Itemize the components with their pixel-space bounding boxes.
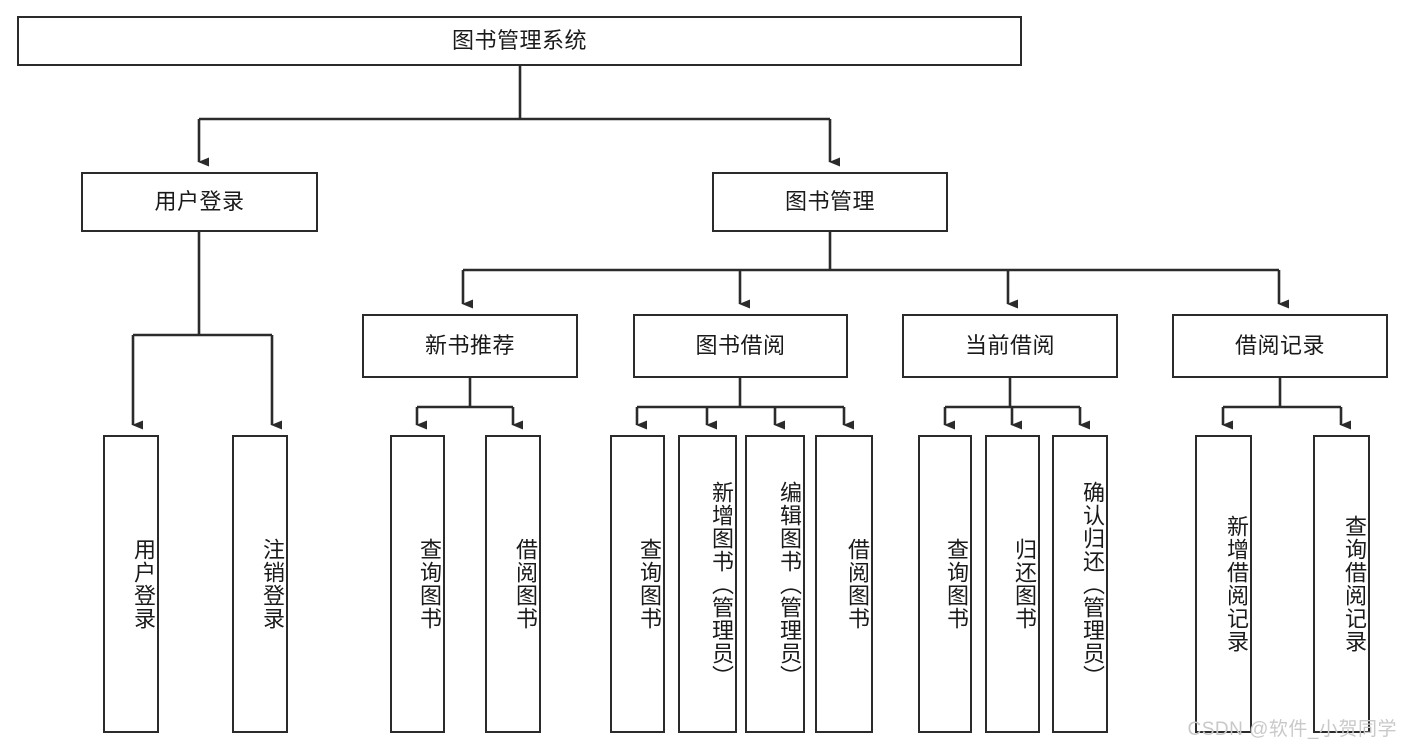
leaf-borrow-book-1-label: 借阅图书: [513, 538, 538, 630]
watermark: CSDN @软件_小贺同学: [1187, 719, 1397, 740]
leaf-confirm-return-admin[interactable]: 确认归还（管理员）: [1052, 435, 1108, 733]
leaf-add-book-admin[interactable]: 新增图书（管理员）: [678, 435, 737, 733]
leaf-edit-book-admin-label: 编辑图书（管理员）: [777, 480, 802, 688]
leaf-return-book[interactable]: 归还图书: [985, 435, 1040, 733]
node-book-manage-label: 图书管理: [784, 188, 875, 214]
node-new-book-recommend[interactable]: 新书推荐: [362, 314, 578, 378]
leaf-confirm-return-admin-label: 确认归还（管理员）: [1080, 480, 1105, 688]
node-root-label: 图书管理系统: [451, 27, 587, 53]
node-user-login-label: 用户登录: [154, 188, 245, 214]
node-book-borrow[interactable]: 图书借阅: [633, 314, 848, 378]
leaf-borrow-book-1[interactable]: 借阅图书: [485, 435, 541, 733]
node-new-book-recommend-label: 新书推荐: [424, 332, 515, 358]
leaf-query-book-3[interactable]: 查询图书: [918, 435, 972, 733]
node-borrow-record[interactable]: 借阅记录: [1172, 314, 1388, 378]
leaf-user-login[interactable]: 用户登录: [103, 435, 159, 733]
leaf-user-login-label: 用户登录: [131, 538, 156, 630]
leaf-query-borrow-record[interactable]: 查询借阅记录: [1313, 435, 1370, 733]
leaf-borrow-book-2[interactable]: 借阅图书: [815, 435, 873, 733]
leaf-query-book-1-label: 查询图书: [417, 538, 442, 630]
node-current-borrow-label: 当前借阅: [964, 332, 1055, 358]
leaf-query-book-3-label: 查询图书: [944, 538, 969, 630]
leaf-add-borrow-record-label: 新增借阅记录: [1224, 515, 1249, 653]
node-current-borrow[interactable]: 当前借阅: [902, 314, 1118, 378]
leaf-query-book-2-label: 查询图书: [637, 538, 662, 630]
node-root[interactable]: 图书管理系统: [17, 16, 1022, 66]
leaf-logout-label: 注销登录: [260, 538, 285, 630]
leaf-query-book-2[interactable]: 查询图书: [610, 435, 665, 733]
node-user-login[interactable]: 用户登录: [81, 172, 318, 232]
leaf-logout[interactable]: 注销登录: [232, 435, 288, 733]
node-borrow-record-label: 借阅记录: [1234, 332, 1325, 358]
leaf-add-borrow-record[interactable]: 新增借阅记录: [1195, 435, 1252, 733]
leaf-query-borrow-record-label: 查询借阅记录: [1342, 515, 1367, 653]
leaf-add-book-admin-label: 新增图书（管理员）: [709, 480, 734, 688]
leaf-query-book-1[interactable]: 查询图书: [390, 435, 445, 733]
leaf-edit-book-admin[interactable]: 编辑图书（管理员）: [745, 435, 805, 733]
node-book-borrow-label: 图书借阅: [695, 332, 786, 358]
node-book-manage[interactable]: 图书管理: [712, 172, 948, 232]
leaf-return-book-label: 归还图书: [1012, 538, 1037, 630]
leaf-borrow-book-2-label: 借阅图书: [845, 538, 870, 630]
